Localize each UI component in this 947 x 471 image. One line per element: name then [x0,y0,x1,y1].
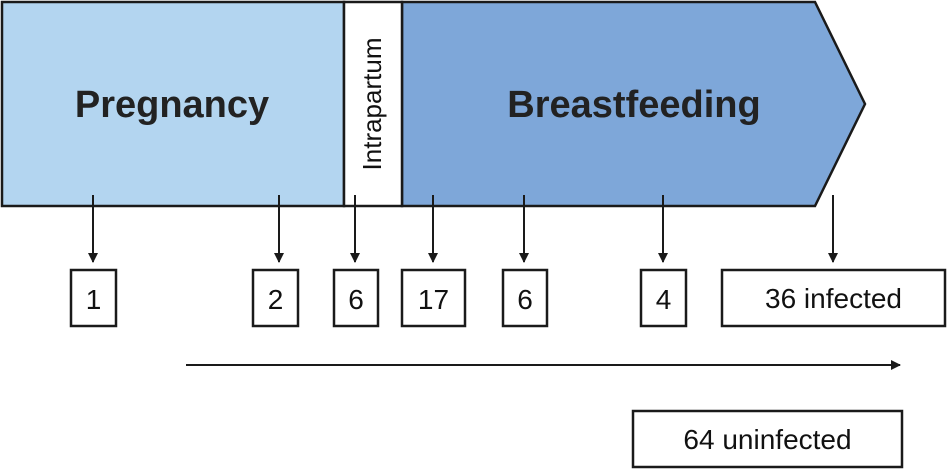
count-box: 2 [251,268,300,328]
breastfeeding-label: Breastfeeding [507,84,760,126]
count-value: 2 [268,284,284,315]
uninfected-label: 64 uninfected [683,424,851,455]
count-value: 6 [348,284,364,315]
count-box: 1 [69,268,118,328]
infected-outcome-box: 36 infected [720,268,947,328]
intrapartum-band [342,0,404,208]
count-box: 6 [332,268,380,328]
pregnancy-label: Pregnancy [75,84,269,126]
uninfected-outcome-box: 64 uninfected [631,409,904,469]
count-value: 6 [517,284,533,315]
count-box: 6 [501,268,549,328]
count-box: 4 [639,268,688,328]
count-box: 17 [400,268,467,328]
intrapartum-label: Intrapartum [357,38,387,171]
infected-label: 36 infected [765,283,902,314]
count-value: 4 [656,284,672,315]
pregnancy-band [0,0,346,208]
count-value: 1 [86,284,102,315]
timepoint-arrows [88,195,838,263]
count-value: 17 [418,284,449,315]
